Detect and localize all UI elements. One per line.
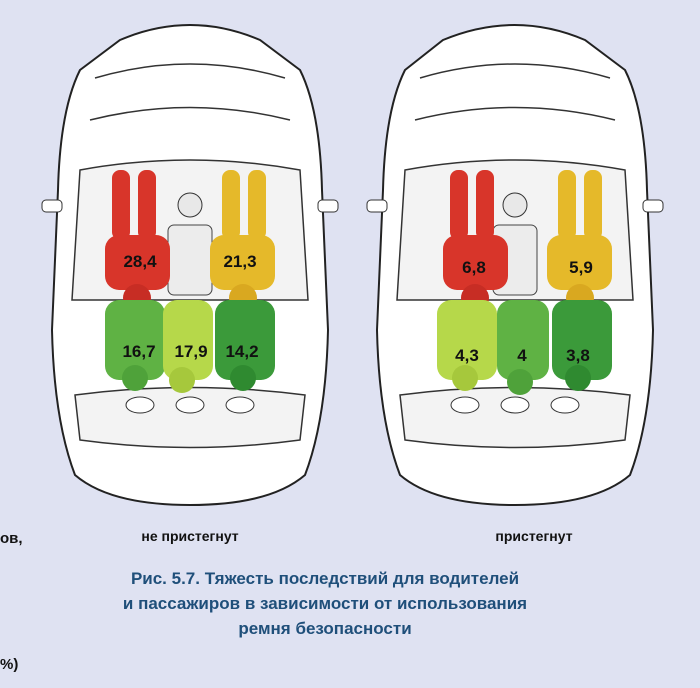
- driver-figure-left: [105, 170, 170, 312]
- driver-figure-right: [443, 170, 508, 312]
- rear-left-figure-left: [105, 300, 165, 391]
- car-unbelted: [41, 24, 339, 507]
- value-driver-belted: 6,8: [462, 258, 486, 277]
- value-rear-middle-belted: 4: [517, 346, 527, 365]
- rear-right-figure-right: [552, 300, 612, 391]
- rear-middle-figure-left: [163, 300, 213, 393]
- caption-line-3: ремня безопасности: [238, 619, 412, 638]
- car-body-right: [366, 24, 664, 507]
- cropped-text-fragment-1: ов,: [0, 530, 23, 547]
- value-rear-middle-unbelted: 17,9: [174, 342, 208, 361]
- cropped-text-fragment-2: %): [0, 656, 19, 673]
- value-front-passenger-belted: 5,9: [569, 258, 593, 277]
- value-driver-unbelted: 28,4: [123, 252, 157, 271]
- front-passenger-figure-left: [210, 170, 275, 312]
- caption-line-1: Рис. 5.7. Тяжесть последствий для водите…: [130, 569, 520, 588]
- value-rear-left-unbelted: 16,7: [122, 342, 156, 361]
- rear-right-figure-left: [215, 300, 275, 391]
- figure-caption: Рис. 5.7. Тяжесть последствий для водите…: [90, 566, 560, 641]
- label-unbelted: не пристегнут: [141, 528, 239, 544]
- rear-middle-figure-right: [497, 300, 549, 395]
- value-rear-left-belted: 4,3: [455, 346, 479, 365]
- value-rear-right-belted: 3,8: [566, 346, 590, 365]
- car-belted: [366, 24, 664, 507]
- value-front-passenger-unbelted: 21,3: [223, 252, 257, 271]
- caption-line-2: и пассажиров в зависимости от использова…: [122, 594, 528, 613]
- rear-left-figure-right: [437, 300, 497, 391]
- label-belted: пристегнут: [495, 528, 573, 544]
- value-rear-right-unbelted: 14,2: [225, 342, 259, 361]
